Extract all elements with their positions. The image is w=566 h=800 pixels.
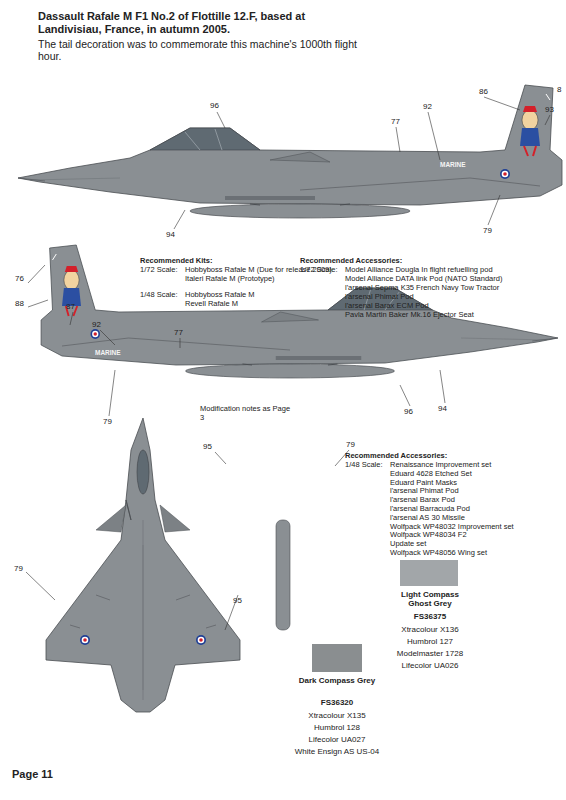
marking-text: MARINE bbox=[95, 349, 121, 356]
paint-ref: Lifecolor UA027 bbox=[277, 735, 397, 744]
kit-item: Italeri Rafale M (Prototype) bbox=[185, 275, 275, 284]
accessory-item: Model Alliance DATA link Pod (NATO Stand… bbox=[345, 275, 502, 284]
accessory-item: l'arsenal Phimat Pod bbox=[345, 293, 414, 302]
callout-number: 76 bbox=[15, 274, 24, 283]
callout-number: 79 bbox=[483, 226, 492, 235]
callout-number: 94 bbox=[438, 404, 447, 413]
color-swatch bbox=[312, 644, 362, 672]
callout-number: 79 bbox=[346, 440, 355, 449]
callout-number: 95 bbox=[233, 596, 242, 605]
callout-number: 77 bbox=[391, 117, 400, 126]
accessory-item: Wolfpack WP48032 Improvement set bbox=[390, 523, 514, 532]
accessory-item: Renaissance Improvement set bbox=[390, 461, 491, 470]
paint-name: Dark Compass Grey bbox=[292, 676, 382, 685]
accessory-item: Eduard Paint Masks bbox=[390, 479, 457, 488]
page-number: Page 11 bbox=[12, 768, 53, 781]
callout-number: 95 bbox=[203, 442, 212, 451]
paint-name: Light Compass Ghost Grey bbox=[395, 590, 465, 608]
callout-number: 86 bbox=[479, 87, 488, 96]
accessory-item: Update set bbox=[390, 540, 426, 549]
scale-label: 1/72 Scale: bbox=[140, 266, 178, 275]
callout-number: 8 bbox=[557, 85, 561, 94]
callout-number: 94 bbox=[166, 230, 175, 239]
accessory-item: l'arsenal Barax Pod bbox=[390, 496, 455, 505]
scale-label: 1/48 Scale: bbox=[345, 461, 383, 470]
heading: Recommended Accessories: bbox=[345, 452, 447, 461]
scale-label: 1/48 Scale: bbox=[140, 291, 178, 300]
fs-number: FS36375 bbox=[395, 612, 465, 621]
callout-number: 87 bbox=[66, 302, 75, 311]
paint-ref: Humbrol 128 bbox=[277, 723, 397, 732]
callout-number: 93 bbox=[545, 105, 554, 114]
accessory-item: Pavla Martin Baker Mk.16 Ejector Seat bbox=[345, 311, 474, 320]
callout-number: 79 bbox=[103, 417, 112, 426]
fs-number: FS36320 bbox=[292, 698, 382, 707]
accessory-item: l'arsenal Phimat Pod bbox=[390, 487, 459, 496]
paint-ref: Xtracolour X135 bbox=[277, 711, 397, 720]
accessory-item: l'arsenal Barracuda Pod bbox=[390, 505, 470, 514]
callout-number: 92 bbox=[423, 102, 432, 111]
accessory-item: Eduard 4628 Etched Set bbox=[390, 470, 472, 479]
paint-ref: Modelmaster 1728 bbox=[385, 649, 475, 658]
callout-number: 96 bbox=[404, 407, 413, 416]
paint-ref: Xtracolour X136 bbox=[385, 625, 475, 634]
accessory-item: l'arsenal Barax ECM Pod bbox=[345, 302, 429, 311]
kit-item: Revell Rafale M bbox=[185, 300, 238, 309]
accessory-item: l'arsenal Sepma K35 French Navy Tow Trac… bbox=[345, 284, 499, 293]
callout-number: 88 bbox=[15, 299, 24, 308]
callout-number: 77 bbox=[174, 328, 183, 337]
paint-ref: Humbrol 127 bbox=[385, 637, 475, 646]
note: Modification notes as Page 3 bbox=[200, 405, 295, 422]
accessory-item: Wolfpack WP48056 Wing set bbox=[390, 549, 487, 558]
kit-item: Hobbyboss Rafale M bbox=[185, 291, 255, 300]
marking-text: MARINE bbox=[440, 161, 466, 168]
callout-number: 92 bbox=[92, 320, 101, 329]
title: Dassault Rafale M F1 No.2 of Flottille 1… bbox=[38, 10, 368, 35]
accessory-item: l'arsenal AS 30 Missile bbox=[390, 514, 465, 523]
callout-number: 79 bbox=[14, 564, 23, 573]
callout-number: 96 bbox=[210, 101, 219, 110]
heading: Recommended Kits: bbox=[140, 257, 213, 266]
paint-ref: White Ensign AS US-04 bbox=[277, 747, 397, 756]
paint-ref: Lifecolor UA026 bbox=[385, 661, 475, 670]
color-swatch bbox=[400, 560, 458, 586]
accessory-item: Model Alliance Dougla In flight refuelli… bbox=[345, 266, 493, 275]
heading: Recommended Accessories: bbox=[300, 257, 402, 266]
scale-label: 1/72 Scale: bbox=[300, 266, 338, 275]
accessory-item: Wolfpack WP48034 F2 bbox=[390, 531, 467, 540]
note: The tail decoration was to commemorate t… bbox=[38, 38, 368, 62]
